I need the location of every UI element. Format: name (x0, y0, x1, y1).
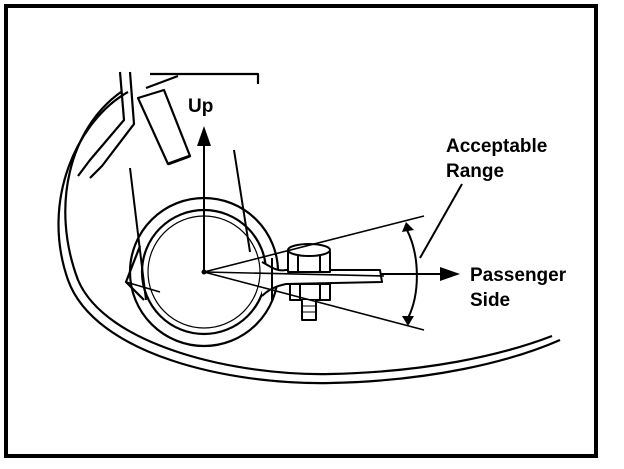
acceptable-range-arc (402, 222, 418, 326)
passenger-side-label-line2: Side (470, 290, 510, 311)
upper-bracket (77, 71, 260, 179)
acceptable-range-lines (203, 215, 425, 331)
up-arrow (197, 126, 211, 272)
passenger-side-label-line1: Passenger (470, 265, 567, 286)
figure-border (4, 4, 598, 458)
up-label: Up (188, 96, 213, 117)
acceptable-range-label-line2: Range (446, 161, 504, 182)
acceptable-range-label-line1: Acceptable (446, 136, 547, 157)
passenger-arrow (380, 267, 460, 281)
bolt-thread (301, 300, 317, 321)
bolt-and-nut (287, 243, 331, 321)
body-floor-pan (57, 91, 561, 385)
nut-bottom (289, 283, 331, 301)
range-leader-line (419, 183, 463, 259)
